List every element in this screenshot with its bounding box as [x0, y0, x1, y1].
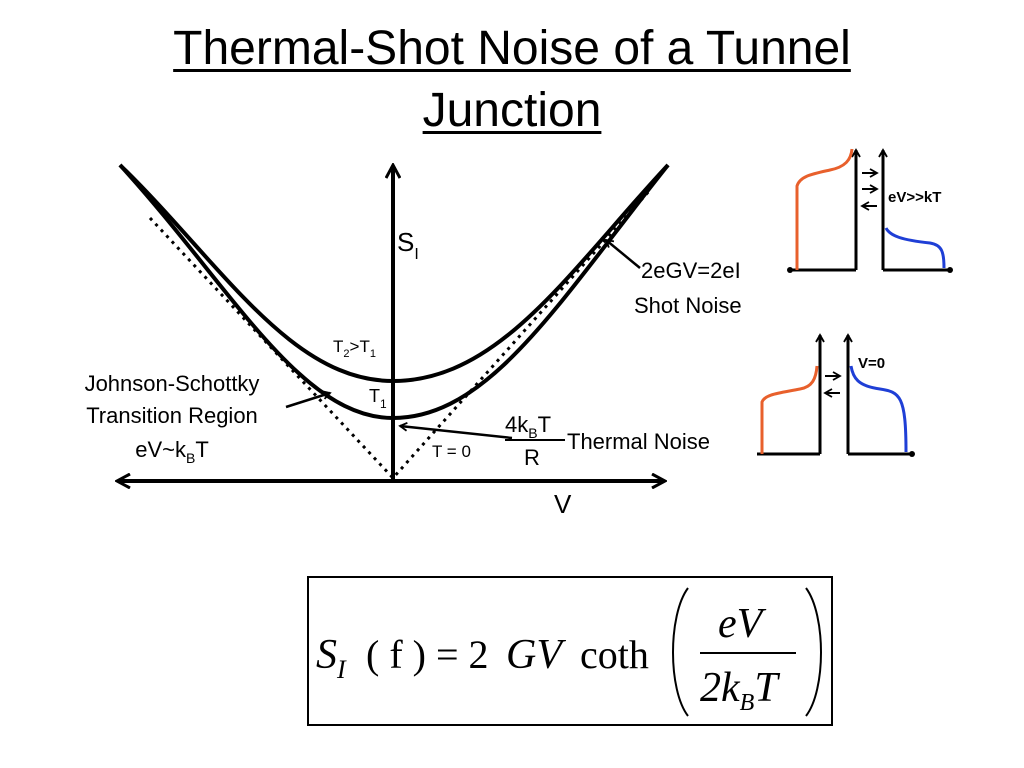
- johnson-pointer: [285, 390, 332, 409]
- johnson-label-3: eV~kBT: [135, 437, 209, 466]
- x-axis-label: V: [554, 489, 572, 519]
- y-axis-label: SI: [397, 227, 419, 263]
- formula-equals: ( f ) = 2: [366, 632, 489, 677]
- shot-noise-pointer: [604, 238, 641, 269]
- formula-right-paren: [805, 587, 822, 717]
- inset-top-label: eV>>kT: [888, 189, 941, 206]
- formula-gv: GV: [506, 632, 566, 678]
- shot-noise-label: Shot Noise: [634, 293, 742, 318]
- t2-label: T2>T1: [333, 337, 376, 360]
- thermal-fraction-den: R: [524, 445, 540, 470]
- thermal-noise-label: Thermal Noise: [567, 429, 710, 454]
- formula-lhs: SI: [316, 632, 347, 684]
- formula-box: [307, 576, 833, 726]
- slide-title: Thermal-Shot Noise of a Tunnel Junction: [0, 18, 1024, 142]
- formula-numerator: eV: [718, 601, 767, 647]
- t0-label: T = 0: [432, 442, 471, 461]
- formula-left-paren: [672, 587, 689, 717]
- title-line-1: Thermal-Shot Noise of a Tunnel: [173, 22, 851, 75]
- thermal-pointer: [398, 421, 513, 440]
- t2-curve: [118, 163, 670, 384]
- shot-noise-formula: 2eGV=2eI: [641, 258, 741, 283]
- formula-coth: coth: [580, 632, 649, 677]
- johnson-label-2: Transition Region: [86, 403, 258, 428]
- inset-biased: [787, 148, 953, 273]
- inset-bottom-label: V=0: [858, 355, 885, 372]
- inset-equilibrium: [757, 333, 915, 457]
- t1-curve: [118, 163, 670, 421]
- formula-denominator: 2kBT: [700, 665, 780, 716]
- title-line-2: Junction: [422, 84, 602, 137]
- johnson-label-1: Johnson-Schottky: [85, 371, 260, 396]
- t1-label: T1: [369, 386, 387, 411]
- thermal-fraction-num: 4kBT: [505, 412, 551, 441]
